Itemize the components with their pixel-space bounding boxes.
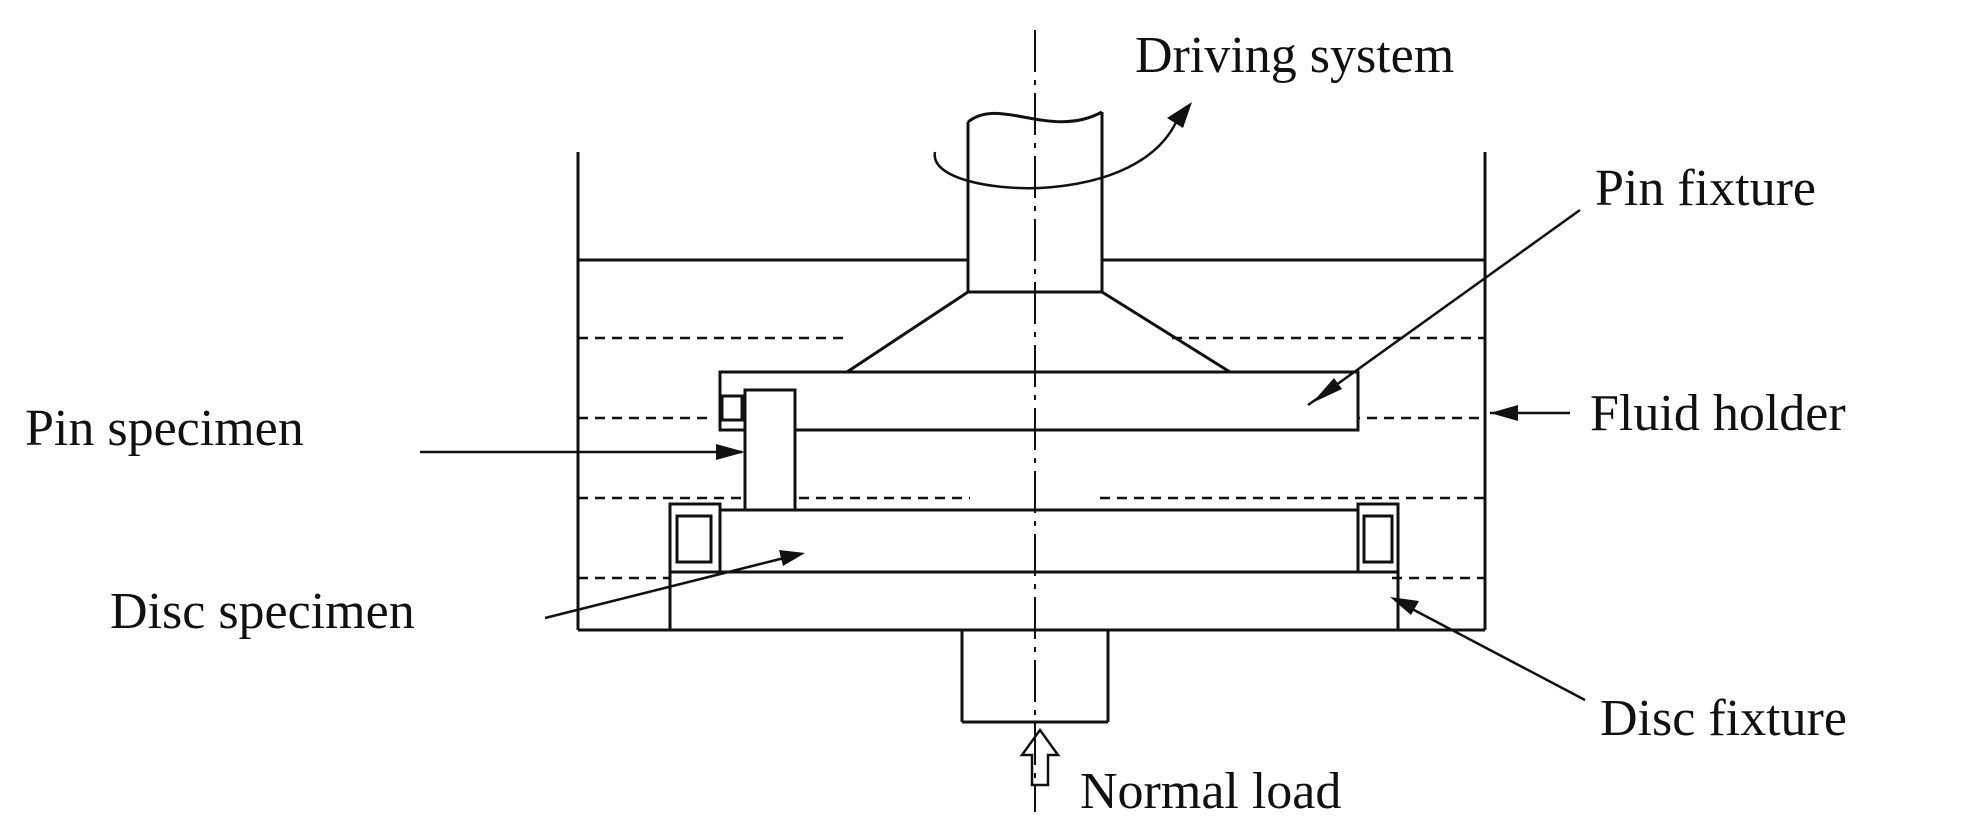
- driving-shaft: [966, 110, 1104, 294]
- label-pin-fixture: Pin fixture: [1595, 160, 1816, 217]
- pin-fixture: [718, 370, 1360, 432]
- rotation-arrow: [933, 102, 1192, 190]
- normal-load-arrow: [1019, 727, 1061, 787]
- pin-specimen: [743, 388, 797, 512]
- label-driving-system: Driving system: [1135, 27, 1454, 84]
- label-disc-specimen: Disc specimen: [110, 583, 415, 640]
- disc-specimen: [718, 508, 1362, 574]
- label-disc-fixture: Disc fixture: [1600, 690, 1847, 747]
- pin-fixture-cone: [846, 290, 1231, 374]
- label-normal-load: Normal load: [1080, 763, 1341, 820]
- loading-base: [960, 630, 1110, 724]
- label-pin-specimen: Pin specimen: [25, 400, 304, 457]
- label-fluid-holder: Fluid holder: [1590, 385, 1846, 442]
- leader-arrows: [420, 208, 1586, 702]
